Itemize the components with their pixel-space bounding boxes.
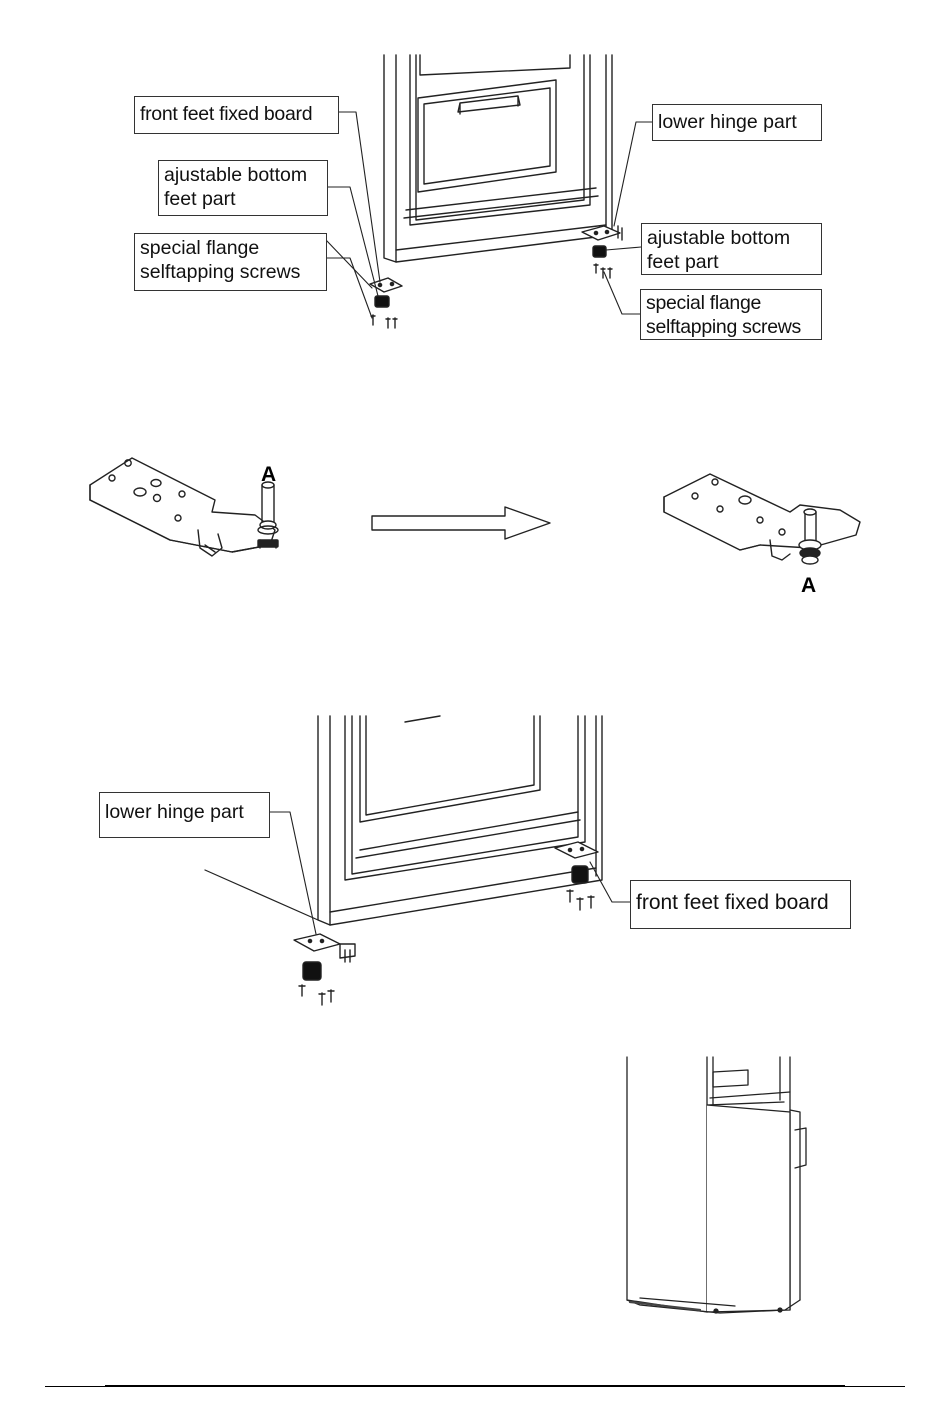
footer-divider bbox=[45, 1386, 905, 1387]
fridge-full-view bbox=[627, 1057, 806, 1313]
